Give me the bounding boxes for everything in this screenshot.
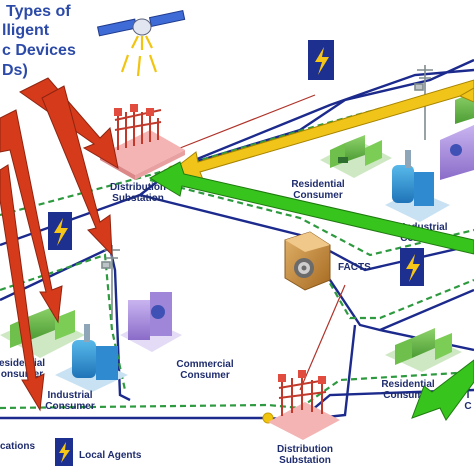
red-arrow-to-tower: [41, 85, 113, 257]
label-distribution-substation-bottom-1: Distribution: [277, 444, 333, 455]
distribution-substation-bottom: [268, 370, 340, 440]
label-residential-consumer-bottom-2: Consumer: [383, 390, 433, 401]
label-residential-consumer-left-1: esidential: [0, 358, 45, 369]
residential-consumer-top: [320, 135, 392, 178]
yellow-arrow-right: [458, 87, 474, 103]
label-distribution-substation-top-2: Substation: [112, 193, 164, 204]
red-arrow-to-industrial: [0, 164, 45, 412]
title: Types of lligent c Devices Ds): [2, 3, 76, 79]
local-agent-icon: [48, 212, 72, 250]
yellow-arrow: [168, 79, 474, 183]
local-agent-icon: [400, 248, 424, 286]
power-line-top-right: [174, 68, 474, 170]
facts-device: [284, 231, 331, 291]
label-residential-consumer-left-2: onsumer: [1, 369, 43, 380]
local-agent-icon: [308, 40, 334, 80]
label-distribution-substation-bottom-2: Substation: [279, 455, 331, 466]
agent-link-line-2: [299, 284, 346, 391]
label-residential-consumer-top-1: Residential: [291, 179, 345, 190]
label-distribution-substation-top-1: Distribution: [110, 182, 166, 193]
title-line-1: Types of: [6, 3, 71, 20]
label-industrial-consumer-left-2: Consumer: [45, 401, 95, 412]
label-industrial-consumer-right-2: C: [464, 401, 471, 412]
legend-communications: cations: [0, 441, 35, 452]
commercial-consumer-right: [440, 125, 474, 180]
green-arrow: [148, 161, 474, 255]
industrial-consumer-left: [55, 324, 128, 392]
satellite-icon: [96, 9, 186, 77]
legend: cations Local Agents: [0, 438, 142, 466]
label-industrial-consumer-left-1: Industrial: [47, 390, 92, 401]
legend-local-agent-icon: [55, 438, 73, 466]
agent-link-line: [174, 94, 316, 151]
industrial-consumer-top: [385, 150, 450, 222]
power-line-left-loop: [0, 246, 131, 402]
label-residential-consumer-bottom-1: Residential: [381, 379, 435, 390]
commercial-consumer: [120, 292, 182, 352]
comm-line-middle: [149, 178, 474, 257]
label-facts: FACTS: [338, 262, 371, 273]
label-industrial-consumer-right-1: I: [467, 390, 470, 401]
red-arrows: [0, 77, 119, 412]
residential-consumer-bottom: [385, 328, 462, 372]
comm-line-left: [0, 253, 127, 391]
label-residential-consumer-top-2: Consumer: [293, 190, 343, 201]
red-arrow-to-residential: [0, 109, 63, 324]
title-line-3: c Devices: [2, 42, 76, 59]
legend-local-agents: Local Agents: [79, 450, 142, 461]
label-commercial-consumer-2: Consumer: [180, 370, 230, 381]
title-line-4: Ds): [2, 62, 28, 79]
grid-node-dot: [262, 412, 274, 424]
label-commercial-consumer-1: Commercial: [176, 359, 233, 370]
label-industrial-consumer-top-1: Industrial: [402, 222, 447, 233]
title-line-2: lligent: [2, 22, 50, 39]
green-arrow-bottom: [411, 359, 474, 421]
